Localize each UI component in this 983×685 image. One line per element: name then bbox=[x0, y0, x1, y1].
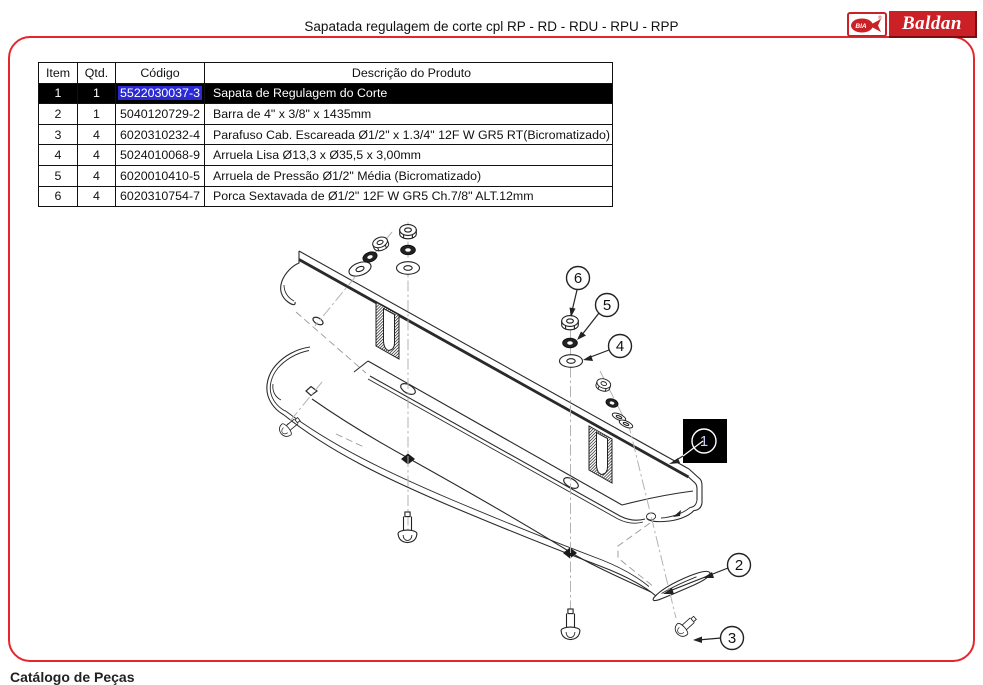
callout-1: 1 bbox=[669, 419, 727, 464]
table-cell: 5024010068-9 bbox=[115, 144, 205, 166]
table-cell: Porca Sextavada de Ø1/2" 12F W GR5 Ch.7/… bbox=[204, 185, 613, 208]
callouts: 6 5 4 1 2 bbox=[565, 265, 752, 651]
table-cell: 6020010410-5 bbox=[115, 164, 205, 187]
hardware bbox=[276, 224, 701, 641]
table-cell: Parafuso Cab. Escareada Ø1/2" x 1.3/4" 1… bbox=[204, 123, 613, 146]
table-cell: 1 bbox=[77, 82, 116, 105]
fish-logo-text: BIA bbox=[855, 23, 867, 30]
callout-4: 4 bbox=[583, 333, 633, 361]
nut-icon bbox=[594, 376, 613, 394]
carriage-bolt-icon bbox=[397, 511, 418, 544]
callout-3: 3 bbox=[693, 625, 745, 651]
table-cell: 5522030037-3 bbox=[115, 82, 205, 105]
table-cell: 5040120729-2 bbox=[115, 103, 205, 125]
svg-text:®: ® bbox=[878, 15, 882, 22]
svg-text:6: 6 bbox=[574, 270, 582, 287]
lockwasher-icon bbox=[562, 337, 578, 349]
hidden-lines bbox=[295, 311, 655, 588]
plate-slot-hatched bbox=[375, 301, 400, 360]
svg-text:5: 5 bbox=[603, 297, 611, 314]
fish-logo-icon: BIA ® bbox=[847, 12, 887, 37]
carriage-bolt-icon bbox=[671, 611, 701, 640]
table-cell: 6020310754-7 bbox=[115, 185, 205, 208]
washer-icon bbox=[558, 354, 584, 368]
page-title: Sapatada regulagem de corte cpl RP - RD … bbox=[304, 19, 679, 34]
table-cell: 1 bbox=[38, 82, 78, 105]
carriage-bolt-icon bbox=[560, 608, 581, 641]
brand-logo: BIA ® Baldan bbox=[847, 11, 977, 38]
nut-icon bbox=[399, 224, 417, 240]
page-border bbox=[8, 36, 975, 662]
callout-6: 6 bbox=[565, 265, 591, 317]
svg-text:3: 3 bbox=[728, 630, 736, 647]
lockwasher-icon bbox=[400, 244, 416, 256]
svg-text:4: 4 bbox=[616, 338, 624, 355]
callout-2: 2 bbox=[663, 552, 752, 594]
svg-text:2: 2 bbox=[735, 557, 743, 574]
nut-icon bbox=[561, 315, 579, 331]
plate-slot-hatched bbox=[588, 425, 613, 484]
barra bbox=[266, 346, 711, 602]
sapata-plate bbox=[280, 250, 703, 524]
washer-icon bbox=[395, 261, 421, 275]
lockwasher-icon bbox=[604, 396, 620, 410]
table-cell: 6020310232-4 bbox=[115, 123, 205, 146]
callout-5: 5 bbox=[577, 292, 620, 340]
highlighted-code: 5522030037-3 bbox=[118, 86, 202, 101]
table-cell: Sapata de Regulagem do Corte bbox=[204, 82, 613, 105]
brand-wordmark: Baldan bbox=[889, 11, 977, 38]
svg-text:1: 1 bbox=[700, 433, 708, 450]
